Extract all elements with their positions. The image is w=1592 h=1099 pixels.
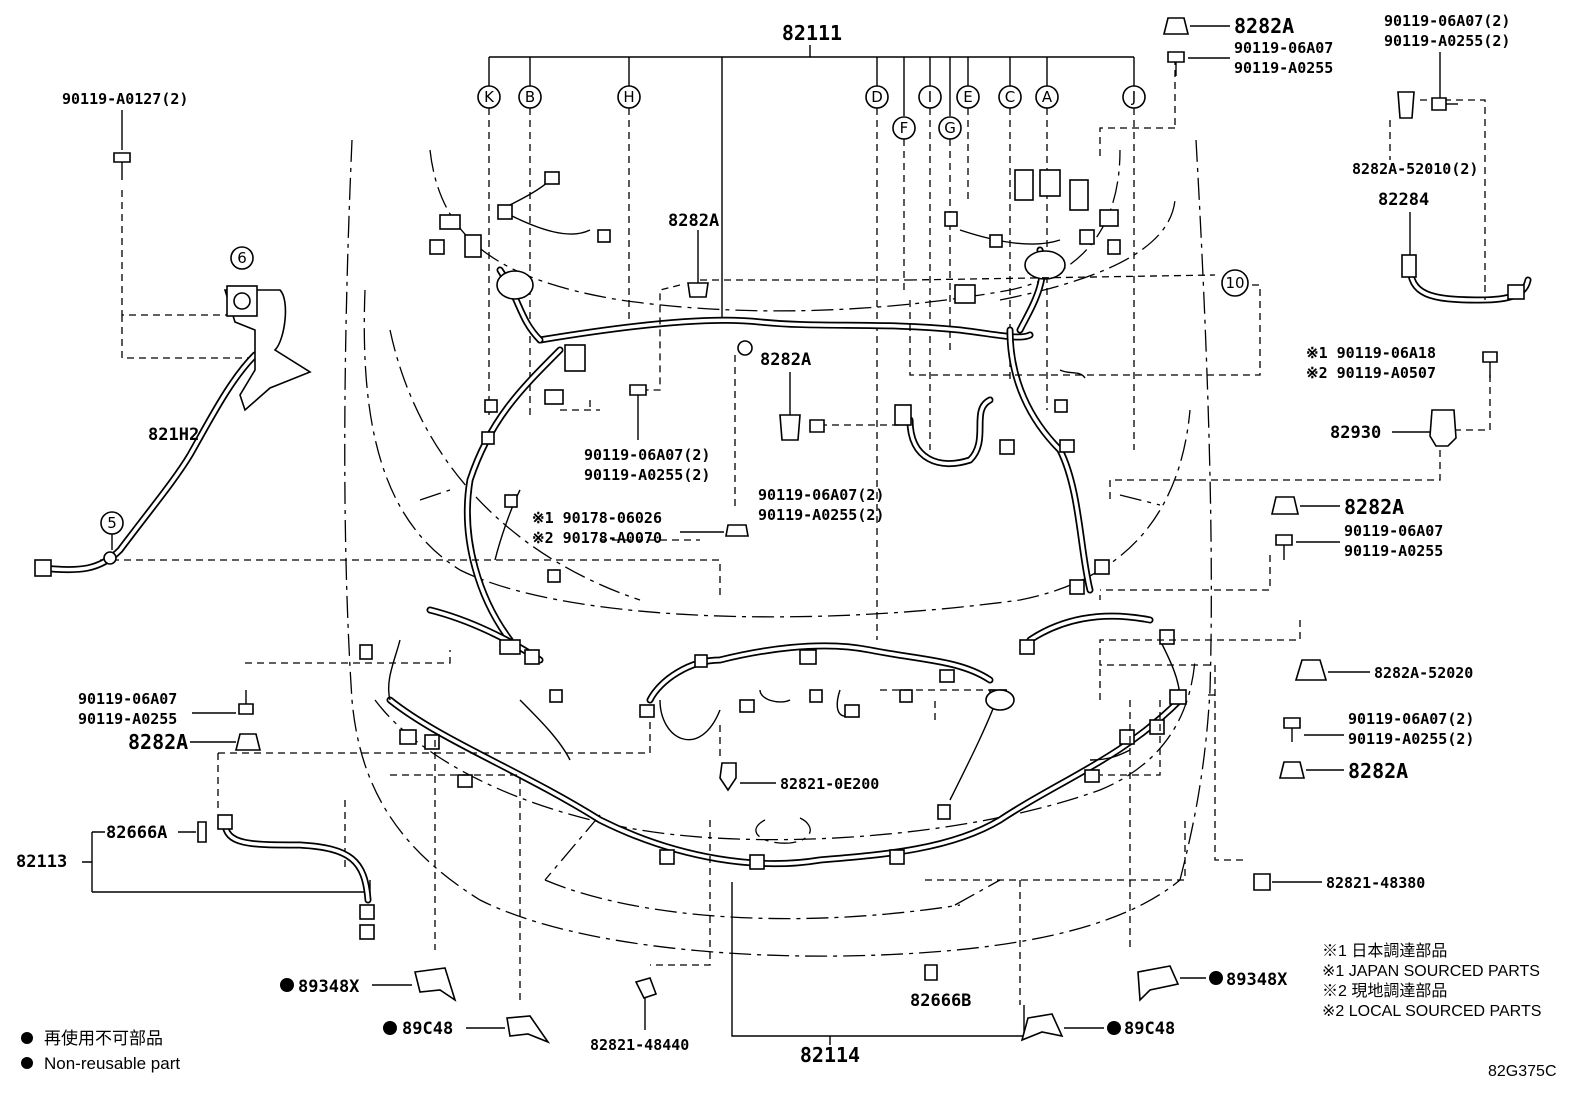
legend-jp: 再使用不可部品 [44, 1028, 163, 1048]
label-82666A: 82666A [106, 823, 167, 843]
label-90178-A0070: ※2 90178-A0070 [532, 529, 662, 547]
callout-a: A [1042, 88, 1053, 106]
vehicle-body-outline [344, 139, 1212, 957]
label-90119-A0507: ※2 90119-A0507 [1306, 364, 1436, 382]
callout-g: G [944, 119, 956, 137]
label-82113: 82113 [16, 852, 67, 872]
label-82821-0E200: 82821-0E200 [780, 775, 879, 793]
label-89C48-left: 89C48 [402, 1019, 453, 1039]
label-8282A-52020: 8282A-52020 [1374, 664, 1473, 682]
wire-82284-group: 90119-06A07(2) 90119-A0255(2) 8282A-5201… [1352, 12, 1532, 304]
label-82666B: 82666B [910, 991, 971, 1011]
callout-c: C [1005, 88, 1015, 106]
label-82111: 82111 [782, 21, 842, 45]
label-8282A-right-1: 8282A [1344, 495, 1404, 519]
label-90178-06026: ※1 90178-06026 [532, 509, 662, 527]
callout-b: B [525, 88, 535, 106]
label-90119-06A18: ※1 90119-06A18 [1306, 344, 1436, 362]
right-side-parts: 8282A 90119-06A07 90119-A0255 8282A-5202… [1253, 495, 1474, 892]
label-90119-A0255-mid-left: 90119-A0255(2) [584, 466, 710, 484]
callout-k: K [484, 88, 495, 106]
label-90119-06A07-top: 90119-06A07 [1234, 39, 1333, 57]
callout-e: E [963, 88, 972, 106]
label-90119-06A07-right2: 90119-06A07(2) [1348, 710, 1474, 728]
label-90119-A0127: 90119-A0127(2) [62, 90, 188, 108]
engine-room-harness [429, 169, 1121, 644]
label-8282A-upper: 8282A [668, 211, 719, 231]
label-8282A-mid: 8282A [760, 350, 811, 370]
callout-h: H [623, 88, 634, 106]
label-90119-A0255-top: 90119-A0255 [1234, 59, 1333, 77]
label-89348X-right: 89348X [1226, 970, 1288, 990]
callout-j: J [1131, 88, 1136, 106]
clamp-8282A-upper: 8282A [668, 211, 719, 298]
clamp-8282A-mid: 8282A 90119-06A07(2) 90119-A0255(2) [758, 350, 884, 524]
label-90119-A0255-mid-right: 90119-A0255(2) [758, 506, 884, 524]
note-1-jp: ※1 日本調達部品 [1322, 942, 1447, 960]
legend-en: Non-reusable part [44, 1054, 180, 1073]
label-90119-A0255-right: 90119-A0255 [1344, 542, 1443, 560]
label-82821-48380: 82821-48380 [1326, 874, 1425, 892]
clamp-8282A-top: 8282A [1162, 14, 1294, 38]
callout-f: F [900, 119, 909, 137]
note-2-en: ※2 LOCAL SOURCED PARTS [1322, 1003, 1541, 1020]
label-82821-48440: 82821-48440 [590, 1036, 689, 1054]
label-90119-06A07-right: 90119-06A07 [1344, 522, 1443, 540]
label-90119-06A07-mid-right: 90119-06A07(2) [758, 486, 884, 504]
label-90119-A0255-right2: 90119-A0255(2) [1348, 730, 1474, 748]
harness-82111-leader: 82111 [488, 21, 1135, 320]
callout-10-group: 10 [1221, 269, 1249, 297]
wire-821H2: 821H2 6 5 90119-A0127(2) [34, 90, 312, 577]
label-8282A-52010: 8282A-52010(2) [1352, 160, 1478, 178]
label-90119-06A07-left: 90119-06A07 [78, 690, 177, 708]
callout-10: 10 [1225, 274, 1244, 292]
label-89C48-right: 89C48 [1124, 1019, 1175, 1039]
label-82284: 82284 [1378, 190, 1429, 210]
callout-5: 5 [107, 514, 117, 532]
sourcing-notes: ※1 日本調達部品 ※1 JAPAN SOURCED PARTS ※2 現地調達… [1322, 942, 1541, 1020]
bottom-parts: 82821-0E200 89348X 89C48 82821-48440 821… [280, 762, 1288, 1067]
label-8282A-right-2: 8282A [1348, 759, 1408, 783]
label-89348X-left: 89348X [298, 977, 360, 997]
callout-6: 6 [237, 249, 247, 267]
label-90119-06A07-far-right: 90119-06A07(2) [1384, 12, 1510, 30]
callout-i: I [928, 88, 932, 106]
note-2-jp: ※2 現地調達部品 [1322, 982, 1447, 1000]
note-1-en: ※1 JAPAN SOURCED PARTS [1322, 963, 1540, 980]
dashed-leaders [100, 55, 1491, 1005]
label-8282A-top: 8282A [1234, 14, 1294, 38]
bolt-90119-top-right: 90119-06A07 90119-A0255 [1167, 39, 1333, 77]
left-side-parts: 90119-06A07 90119-A0255 8282A 82113 8266… [16, 690, 375, 940]
front-harness-82114 [359, 494, 1187, 870]
callout-circles: K B H D F I G E C A J [477, 85, 1146, 640]
clip-90178: ※1 90178-06026 ※2 90178-A0070 [532, 509, 749, 547]
label-90119-06A07-mid-left: 90119-06A07(2) [584, 446, 710, 464]
diagram-code: 82G375C [1488, 1063, 1557, 1080]
label-82930: 82930 [1330, 423, 1381, 443]
label-90119-A0255-left: 90119-A0255 [78, 710, 177, 728]
label-82114: 82114 [800, 1043, 860, 1067]
label-821H2: 821H2 [148, 425, 199, 445]
bolt-90119-mid-left: 90119-06A07(2) 90119-A0255(2) [584, 384, 710, 484]
callout-d: D [871, 88, 883, 106]
relay-82930-group: ※1 90119-06A18 ※2 90119-A0507 82930 [1306, 344, 1498, 447]
label-90119-A0255-far-right: 90119-A0255(2) [1384, 32, 1510, 50]
legend: 再使用不可部品 Non-reusable part [21, 1028, 180, 1073]
label-8282A-left: 8282A [128, 730, 188, 754]
